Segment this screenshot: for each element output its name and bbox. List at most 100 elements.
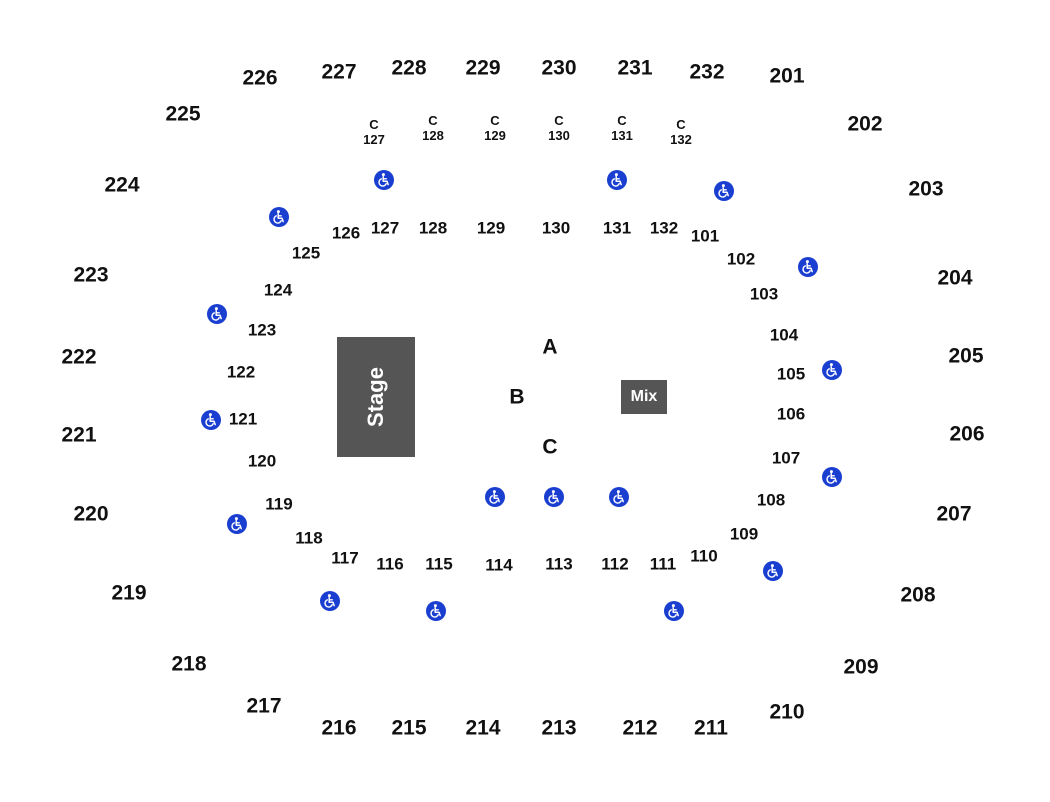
wheelchair-icon[interactable] (664, 601, 684, 621)
wheelchair-icon[interactable] (544, 487, 564, 507)
section-106[interactable]: 106 (776, 404, 806, 424)
floor-section-b[interactable]: B (509, 385, 525, 409)
floor-section-c[interactable]: C (542, 435, 558, 459)
wheelchair-icon[interactable] (426, 601, 446, 621)
club-section-129[interactable]: C 129 (484, 113, 506, 144)
section-131[interactable]: 131 (602, 218, 632, 238)
club-section-131[interactable]: C 131 (611, 113, 633, 144)
wheelchair-icon[interactable] (320, 591, 340, 611)
section-102[interactable]: 102 (726, 249, 756, 269)
section-217[interactable]: 217 (246, 694, 282, 718)
section-118[interactable]: 118 (295, 528, 323, 548)
section-126[interactable]: 126 (331, 223, 361, 243)
section-208[interactable]: 208 (900, 583, 936, 607)
section-230[interactable]: 230 (541, 56, 577, 80)
club-section-130[interactable]: C 130 (548, 113, 570, 144)
section-111[interactable]: 111 (649, 554, 677, 574)
section-227[interactable]: 227 (321, 60, 357, 84)
wheelchair-icon[interactable] (822, 467, 842, 487)
section-226[interactable]: 226 (242, 66, 278, 90)
section-132[interactable]: 132 (649, 218, 679, 238)
section-120[interactable]: 120 (247, 451, 277, 471)
section-207[interactable]: 207 (936, 502, 972, 526)
club-number: 128 (422, 128, 444, 143)
section-214[interactable]: 214 (465, 716, 501, 740)
section-121[interactable]: 121 (228, 409, 258, 429)
section-224[interactable]: 224 (104, 173, 140, 197)
section-117[interactable]: 117 (331, 548, 359, 568)
club-number: 132 (670, 132, 692, 147)
section-101[interactable]: 101 (690, 226, 720, 246)
section-223[interactable]: 223 (73, 263, 109, 287)
section-103[interactable]: 103 (749, 284, 779, 304)
section-114[interactable]: 114 (485, 555, 513, 575)
section-122[interactable]: 122 (226, 362, 256, 382)
club-prefix: C (490, 113, 500, 129)
section-221[interactable]: 221 (61, 423, 97, 447)
section-215[interactable]: 215 (391, 716, 427, 740)
section-119[interactable]: 119 (265, 494, 293, 514)
wheelchair-icon[interactable] (227, 514, 247, 534)
section-129[interactable]: 129 (476, 218, 506, 238)
section-210[interactable]: 210 (769, 700, 805, 724)
section-127[interactable]: 127 (370, 218, 400, 238)
section-216[interactable]: 216 (321, 716, 357, 740)
section-125[interactable]: 125 (291, 243, 321, 263)
section-115[interactable]: 115 (425, 554, 453, 574)
section-124[interactable]: 124 (263, 280, 293, 300)
club-prefix: C (369, 117, 379, 133)
section-213[interactable]: 213 (541, 716, 577, 740)
wheelchair-icon[interactable] (607, 170, 627, 190)
club-section-132[interactable]: C 132 (670, 117, 692, 148)
section-108[interactable]: 108 (756, 490, 786, 510)
section-128[interactable]: 128 (418, 218, 448, 238)
section-107[interactable]: 107 (771, 448, 801, 468)
section-105[interactable]: 105 (776, 364, 806, 384)
section-110[interactable]: 110 (690, 546, 718, 566)
wheelchair-icon[interactable] (207, 304, 227, 324)
wheelchair-icon[interactable] (609, 487, 629, 507)
section-113[interactable]: 113 (545, 554, 573, 574)
section-212[interactable]: 212 (622, 716, 658, 740)
section-201[interactable]: 201 (769, 64, 805, 88)
section-211[interactable]: 211 (694, 716, 728, 740)
wheelchair-icon[interactable] (374, 170, 394, 190)
wheelchair-icon[interactable] (485, 487, 505, 507)
section-219[interactable]: 219 (111, 581, 147, 605)
wheelchair-icon[interactable] (822, 360, 842, 380)
wheelchair-icon[interactable] (798, 257, 818, 277)
club-number: 131 (611, 128, 633, 143)
wheelchair-icon[interactable] (269, 207, 289, 227)
section-203[interactable]: 203 (908, 177, 944, 201)
club-prefix: C (554, 113, 564, 129)
wheelchair-icon[interactable] (201, 410, 221, 430)
section-116[interactable]: 116 (376, 554, 404, 574)
club-section-127[interactable]: C 127 (363, 117, 385, 148)
section-228[interactable]: 228 (391, 56, 427, 80)
wheelchair-icon[interactable] (714, 181, 734, 201)
wheelchair-icon[interactable] (763, 561, 783, 581)
section-123[interactable]: 123 (247, 320, 277, 340)
section-202[interactable]: 202 (847, 112, 883, 136)
club-number: 129 (484, 128, 506, 143)
mix-position: Mix (621, 380, 667, 414)
section-109[interactable]: 109 (729, 524, 759, 544)
section-104[interactable]: 104 (769, 325, 799, 345)
club-section-128[interactable]: C 128 (422, 113, 444, 144)
section-222[interactable]: 222 (61, 345, 97, 369)
floor-section-a[interactable]: A (542, 335, 558, 359)
stage: Stage (337, 337, 415, 457)
section-130[interactable]: 130 (541, 218, 571, 238)
section-231[interactable]: 231 (617, 56, 653, 80)
section-206[interactable]: 206 (949, 422, 985, 446)
section-232[interactable]: 232 (689, 60, 725, 84)
section-209[interactable]: 209 (843, 655, 879, 679)
section-205[interactable]: 205 (948, 344, 984, 368)
section-229[interactable]: 229 (465, 56, 501, 80)
section-225[interactable]: 225 (165, 102, 201, 126)
section-204[interactable]: 204 (937, 266, 973, 290)
section-220[interactable]: 220 (73, 502, 109, 526)
section-112[interactable]: 112 (601, 554, 629, 574)
section-218[interactable]: 218 (171, 652, 207, 676)
